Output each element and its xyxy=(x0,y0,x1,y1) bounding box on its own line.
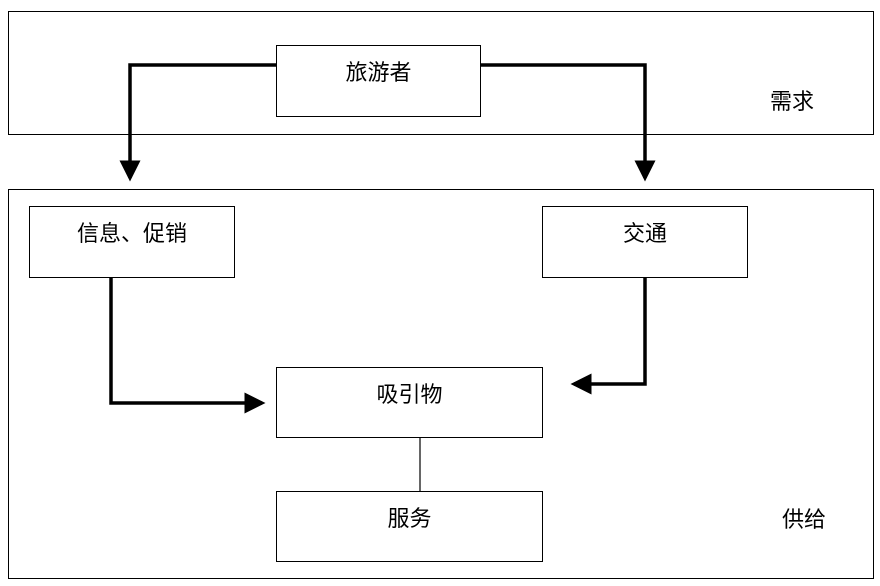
supply-label: 供给 xyxy=(782,508,827,533)
tourist-label: 旅游者 xyxy=(345,61,412,86)
attraction-label: 吸引物 xyxy=(376,383,443,408)
info-promotion-node: 信息、促销 xyxy=(29,206,235,278)
attraction-node: 吸引物 xyxy=(276,367,543,438)
service-label: 服务 xyxy=(387,507,432,532)
info-promotion-label: 信息、促销 xyxy=(76,222,187,247)
transport-node: 交通 xyxy=(542,206,748,278)
demand-label: 需求 xyxy=(770,90,815,115)
service-node: 服务 xyxy=(276,491,543,562)
demand-region xyxy=(8,11,874,135)
tourist-node: 旅游者 xyxy=(276,45,481,117)
transport-label: 交通 xyxy=(622,222,667,247)
supply-region xyxy=(8,189,874,579)
